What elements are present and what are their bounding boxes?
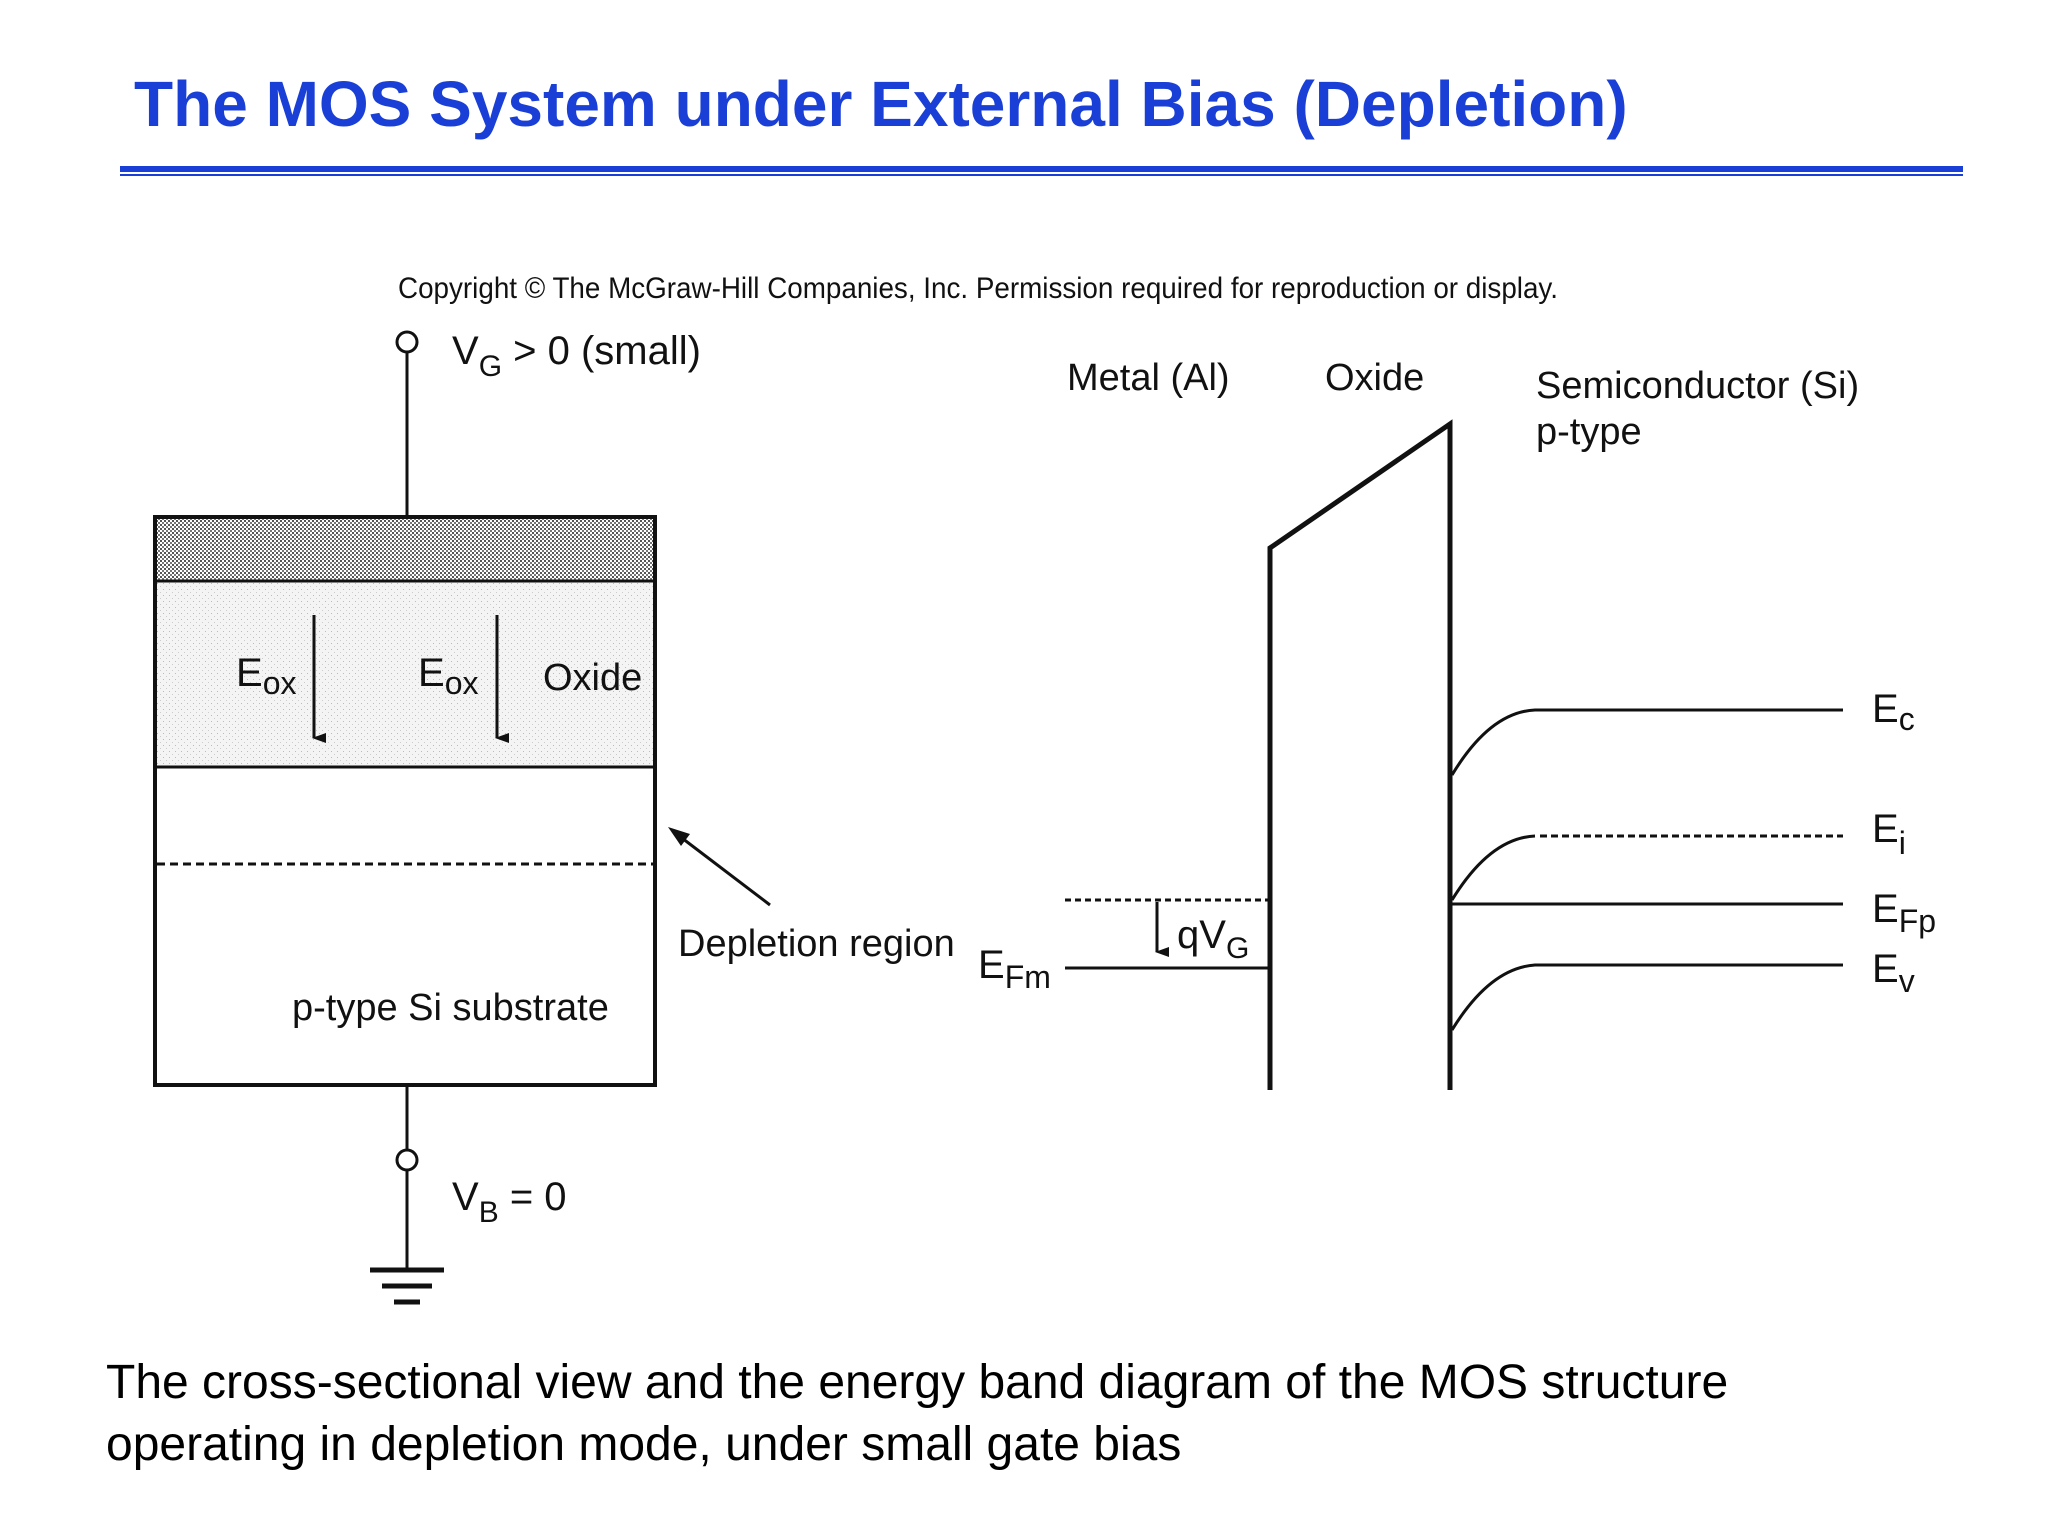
oxide-layer [153, 579, 657, 769]
copyright-notice: Copyright © The McGraw-Hill Companies, I… [398, 272, 1558, 305]
oxide-barrier [1267, 419, 1453, 1090]
bulk-voltage-label: VB = 0 [452, 1175, 567, 1229]
caption-line: operating in depletion mode, under small… [106, 1418, 1182, 1471]
ev-label: Ev [1872, 947, 1915, 999]
semiconductor-region-label: Semiconductor (Si) [1536, 365, 1859, 407]
ground-icon [370, 1267, 444, 1305]
metal-gate-layer [153, 515, 657, 583]
figure-caption: The cross-sectional view and the energy … [106, 1352, 2006, 1476]
ei-label: Ei [1872, 807, 1906, 861]
substrate-label: p-type Si substrate [292, 987, 609, 1029]
ec-label: Ec [1872, 687, 1915, 737]
cross-section: VG > 0 (small) Eox Eox Oxide Depletion r… [153, 329, 955, 1305]
intrinsic-level [1450, 834, 1536, 901]
gate-terminal-icon [395, 330, 419, 354]
eox-label: Eox [418, 651, 478, 701]
slide-title: The MOS System under External Bias (Depl… [134, 68, 1628, 140]
energy-band-diagram: Metal (Al) Oxide Semiconductor (Si) p-ty… [978, 357, 1936, 1090]
eox-label: Eox [236, 651, 296, 701]
semiconductor-type-label: p-type [1536, 411, 1642, 453]
metal-region-label: Metal (Al) [1067, 357, 1230, 399]
oxide-layer-label: Oxide [543, 657, 642, 699]
bulk-terminal-icon [395, 1148, 419, 1172]
efp-label: EFp [1872, 887, 1936, 939]
conduction-band [1450, 708, 1843, 776]
depletion-region-label: Depletion region [678, 923, 955, 965]
caption-line: The cross-sectional view and the energy … [106, 1356, 1729, 1409]
gate-voltage-label: VG > 0 (small) [452, 329, 701, 383]
title-underline [120, 166, 1963, 176]
efm-label: EFm [978, 943, 1051, 995]
qvg-label: qVG [1177, 913, 1249, 965]
oxide-region-label: Oxide [1325, 357, 1424, 399]
valence-band [1450, 963, 1843, 1031]
depletion-pointer-arrow [673, 830, 771, 907]
substrate-layer [153, 765, 657, 1087]
